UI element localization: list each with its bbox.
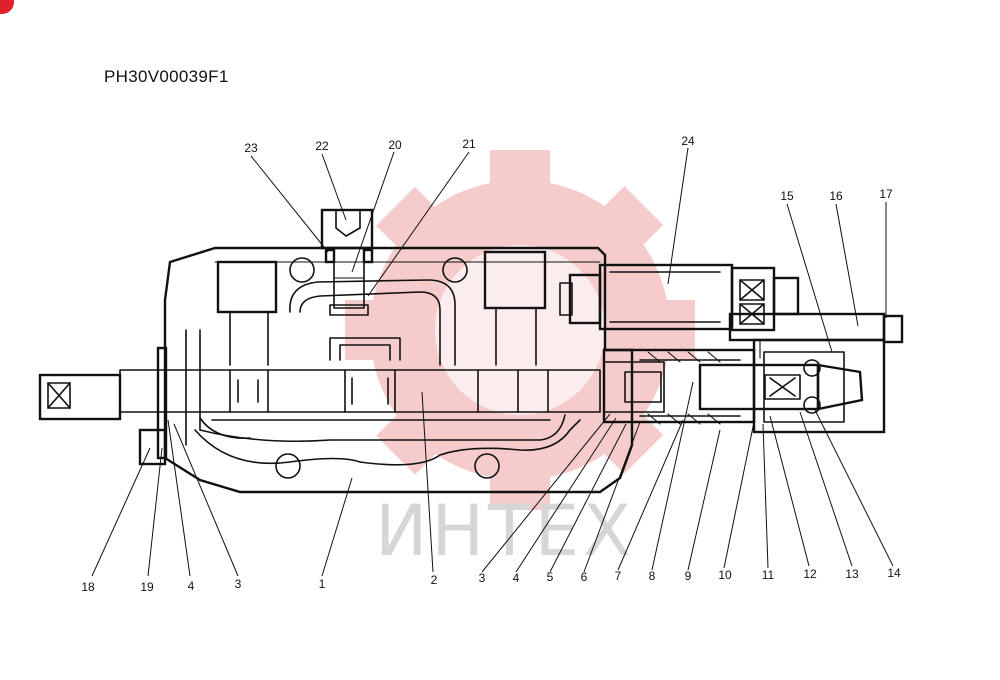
callout-2: 2 — [431, 573, 438, 587]
callout-23: 23 — [244, 141, 258, 155]
solenoid-actuator — [559, 263, 886, 359]
callout-16: 16 — [829, 189, 843, 203]
callout-24: 24 — [681, 134, 695, 148]
callout-18: 18 — [81, 580, 95, 594]
callout-4-right: 4 — [513, 571, 520, 585]
top-check-plug — [320, 208, 374, 316]
callout-5: 5 — [547, 570, 554, 584]
watermark-text: ИНТЕХ — [375, 490, 635, 572]
callout-3-right: 3 — [479, 571, 486, 585]
callout-10: 10 — [718, 568, 732, 582]
callout-22: 22 — [315, 139, 329, 153]
callout-6: 6 — [581, 570, 588, 584]
drawing-code: PH30V00039F1 — [104, 67, 229, 86]
main-spool — [38, 346, 601, 466]
callout-14: 14 — [887, 566, 901, 580]
callout-labels: 23 22 20 21 24 15 16 17 18 19 4 3 1 2 3 … — [81, 134, 901, 594]
callout-1: 1 — [319, 577, 326, 591]
callout-11: 11 — [762, 568, 775, 582]
callout-19: 19 — [140, 580, 154, 594]
callout-21: 21 — [462, 137, 476, 151]
callout-15: 15 — [780, 189, 794, 203]
callout-17: 17 — [879, 187, 893, 201]
callout-4-left: 4 — [188, 579, 195, 593]
valve-body — [163, 246, 634, 494]
callout-3-left: 3 — [235, 577, 242, 591]
callout-7: 7 — [615, 569, 622, 583]
callout-20: 20 — [388, 138, 402, 152]
callout-13: 13 — [845, 567, 859, 581]
callout-12: 12 — [803, 567, 817, 581]
leader-lines — [91, 147, 894, 577]
callout-9: 9 — [685, 569, 692, 583]
callout-8: 8 — [649, 569, 656, 583]
